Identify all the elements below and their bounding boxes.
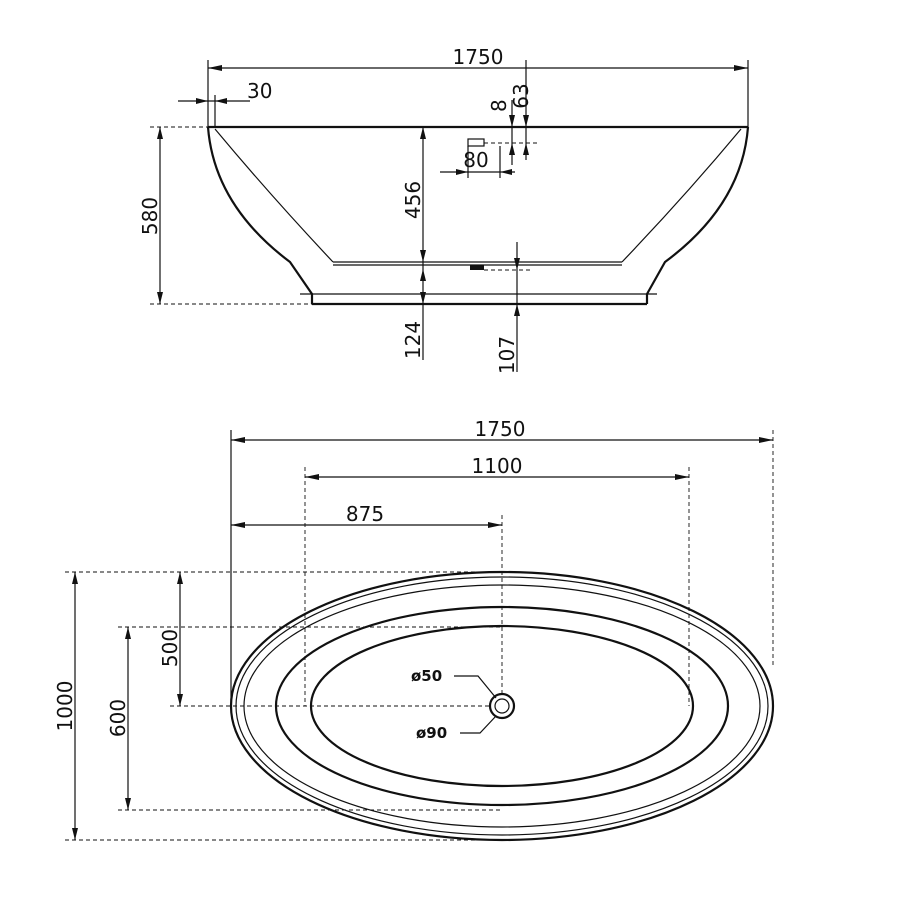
top-view-drain: [488, 692, 516, 720]
side-dim-overall-length: 1750: [207, 45, 749, 128]
top-dim-half-width: 500: [158, 572, 490, 707]
top-dim-overall-width: 1000: [53, 571, 502, 841]
top-dim-half-width-label: 500: [158, 629, 182, 667]
top-dim-inner-length-label: 1100: [472, 454, 523, 478]
side-dim-inner-depth-label: 456: [401, 181, 425, 219]
top-view: ø50 ø90 1750 1100 875: [53, 417, 775, 842]
side-dim-rim-offset-label: 30: [247, 79, 272, 103]
top-dim-drain-outer-label: ø90: [416, 724, 447, 742]
side-view-tub-outline: [206, 125, 750, 306]
top-dim-overall-length: 1750: [230, 417, 774, 706]
top-dim-overall-width-label: 1000: [53, 681, 77, 732]
side-view-drain: [470, 265, 484, 270]
side-dim-total-height: 580: [138, 126, 312, 305]
side-dim-rim-offset: 30: [178, 79, 272, 128]
side-dim-overflow-height: 8 63: [484, 60, 538, 165]
top-dim-overall-length-label: 1750: [475, 417, 526, 441]
side-dim-overflow-offset-label: 63: [509, 83, 533, 108]
top-dim-half-length-label: 875: [346, 502, 384, 526]
side-dim-inner-depth: 456 124: [401, 127, 426, 360]
side-dim-overall-length-label: 1750: [453, 45, 504, 69]
side-dim-overflow-width-label: 80: [463, 148, 488, 172]
top-dim-inner-length: 1100: [304, 454, 690, 706]
top-dim-inner-width: 600: [106, 626, 502, 811]
side-dim-total-height-label: 580: [138, 197, 162, 235]
top-dim-drain-inner-label: ø50: [411, 667, 442, 685]
top-dim-half-length: 875: [231, 502, 503, 694]
side-dim-drain-height-label: 8: [487, 99, 511, 112]
side-dim-drain-base: 107: [484, 242, 530, 374]
side-view-overflow: [467, 138, 485, 147]
side-dim-overflow-width: 80: [440, 146, 515, 178]
side-view: 1750 30 8 63 80: [138, 45, 750, 374]
top-dim-drain-callouts: ø50 ø90: [411, 667, 497, 742]
top-dim-inner-width-label: 600: [106, 699, 130, 737]
side-dim-drain-base-label: 107: [495, 336, 519, 374]
side-dim-base-height-label: 124: [401, 321, 425, 359]
